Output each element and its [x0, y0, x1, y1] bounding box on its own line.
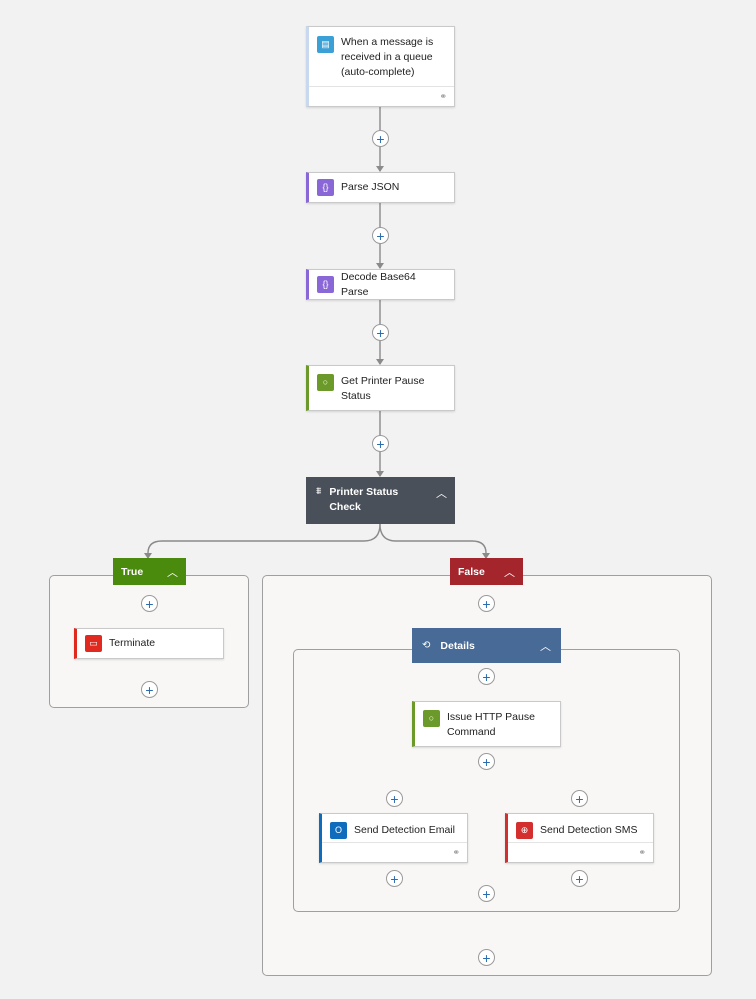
condition-printer-status-check[interactable]: ⩩ Printer Status Check ︿ — [306, 477, 455, 524]
action-send-detection-sms[interactable]: ⊕ Send Detection SMS ⚭ — [505, 813, 654, 863]
insert-step-button[interactable]: + — [478, 668, 495, 685]
scope-details-header[interactable]: ⟲ Details ︿ — [412, 628, 561, 663]
step-get-printer-pause-status[interactable]: ○ Get Printer Pause Status — [306, 365, 455, 411]
insert-step-button[interactable]: + — [141, 595, 158, 612]
terminate-icon: ▭ — [85, 635, 102, 652]
trigger-card[interactable]: ▤ When a message is received in a queue … — [306, 26, 455, 107]
insert-step-button[interactable]: + — [478, 885, 495, 902]
insert-step-button[interactable]: + — [141, 681, 158, 698]
insert-step-button[interactable]: + — [372, 130, 389, 147]
service-bus-icon: ▤ — [317, 36, 334, 53]
trigger-label: When a message is received in a queue (a… — [341, 36, 434, 78]
link-icon: ⚭ — [452, 847, 460, 857]
twilio-icon: ⊕ — [516, 822, 533, 839]
insert-step-button[interactable]: + — [478, 949, 495, 966]
code-braces-icon: {} — [317, 179, 334, 196]
loop-icon: ⟲ — [422, 640, 431, 651]
action-terminate[interactable]: ▭ Terminate — [74, 628, 224, 659]
collapse-chevron-icon[interactable]: ︿ — [540, 640, 551, 653]
outlook-icon: O — [330, 822, 347, 839]
action-send-detection-email[interactable]: O Send Detection Email ⚭ — [319, 813, 468, 863]
collapse-chevron-icon[interactable]: ︿ — [167, 566, 178, 579]
insert-parallel-step-button[interactable]: + — [386, 790, 403, 807]
collapse-chevron-icon[interactable]: ︿ — [436, 488, 447, 500]
insert-step-button[interactable]: + — [372, 435, 389, 452]
insert-step-button[interactable]: + — [372, 227, 389, 244]
step-decode-base64-parse[interactable]: {} Decode Base64 Parse — [306, 269, 455, 300]
lightbulb-icon: ○ — [317, 374, 334, 391]
link-icon: ⚭ — [439, 91, 447, 101]
insert-step-button[interactable]: + — [571, 870, 588, 887]
code-braces-icon: {} — [317, 276, 334, 293]
insert-step-button[interactable]: + — [372, 324, 389, 341]
link-icon: ⚭ — [638, 847, 646, 857]
step-parse-json[interactable]: {} Parse JSON — [306, 172, 455, 203]
condition-icon: ⩩ — [316, 486, 322, 497]
condition-label: Printer Status Check — [329, 486, 399, 513]
insert-step-button[interactable]: + — [386, 870, 403, 887]
insert-step-button[interactable]: + — [478, 595, 495, 612]
action-issue-http-pause-command[interactable]: ○ Issue HTTP Pause Command — [412, 701, 561, 747]
insert-parallel-step-button[interactable]: + — [571, 790, 588, 807]
insert-step-button[interactable]: + — [478, 753, 495, 770]
collapse-chevron-icon[interactable]: ︿ — [504, 566, 515, 579]
false-branch-header[interactable]: False ︿ — [450, 558, 523, 585]
true-branch-header[interactable]: True ︿ — [113, 558, 186, 585]
lightbulb-icon: ○ — [423, 710, 440, 727]
scope-details-region — [293, 649, 680, 912]
